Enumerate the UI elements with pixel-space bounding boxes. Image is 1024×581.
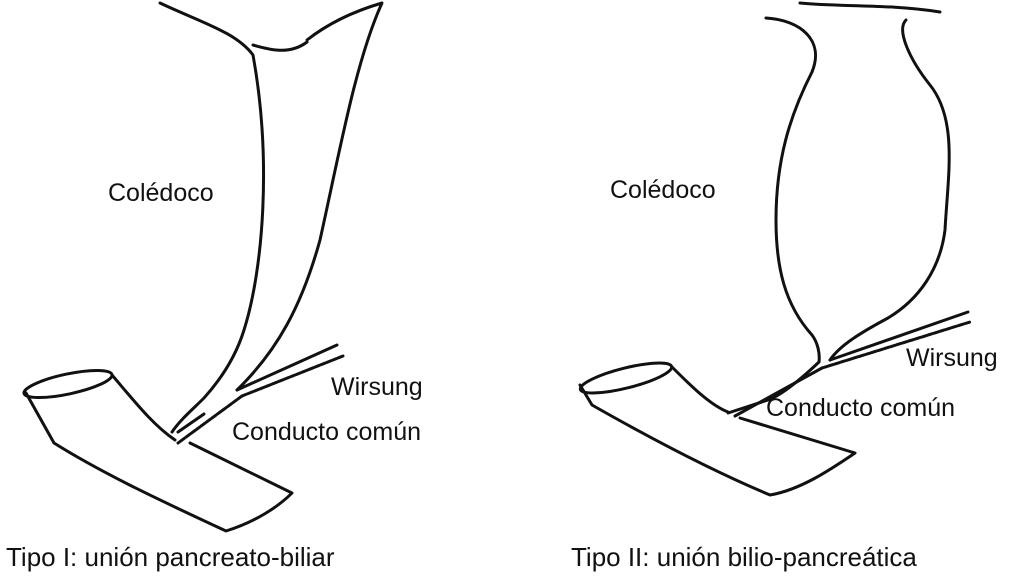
type-2-choledochus-left-wall xyxy=(764,16,821,364)
type-2-common-channel-lower xyxy=(733,366,824,418)
type-1-wirsung-lower xyxy=(240,354,345,398)
type-2-duodenum-opening xyxy=(578,361,674,395)
type-1-label-common-duct: Conducto común xyxy=(232,418,422,446)
type-2-caption: Tipo II: unión bilio-pancreática xyxy=(571,542,917,572)
type-1-choledochus-right-wall xyxy=(235,1,384,392)
type-1-label-wirsung: Wirsung xyxy=(331,373,423,401)
type-2-duodenum-top-edge xyxy=(670,365,730,414)
type-2-choledochus-right-wall xyxy=(828,18,951,362)
type-2-drawing xyxy=(578,1,972,497)
type-2-wirsung-lower xyxy=(820,320,972,370)
type-2-duodenum-bottom-edge xyxy=(578,383,857,497)
type-2-wirsung-upper xyxy=(828,310,970,362)
type-1-choledochus-left-wall xyxy=(158,1,265,434)
type-1-top-notch xyxy=(251,40,309,52)
type-1-duodenum-opening xyxy=(22,368,114,400)
type-2-top-cap xyxy=(798,1,942,14)
type-1-duodenum-bottom-edge xyxy=(24,391,294,533)
type-1-common-channel-lower xyxy=(176,394,244,445)
type-1-common-channel-upper xyxy=(176,412,206,434)
type-1-duodenum-top-edge xyxy=(110,373,177,442)
type-1-label-choledochus: Colédoco xyxy=(108,179,214,207)
type-1-caption: Tipo I: unión pancreato-biliar xyxy=(6,542,335,572)
type-2-label-choledochus: Colédoco xyxy=(610,176,716,204)
type-1-drawing xyxy=(22,1,384,533)
type-1-wirsung-upper xyxy=(235,343,339,392)
type-2-label-wirsung: Wirsung xyxy=(906,344,998,372)
type-2-label-common-duct: Conducto común xyxy=(766,394,956,422)
